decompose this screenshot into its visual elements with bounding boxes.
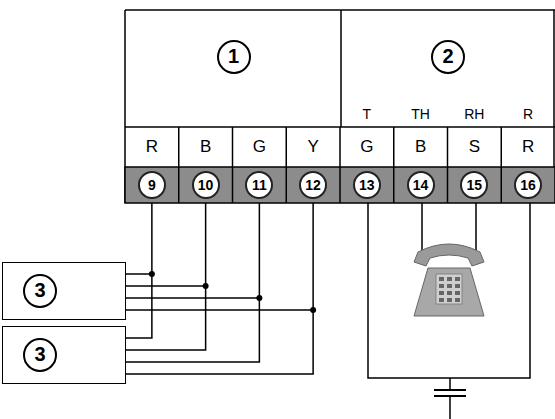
signal-name: RH <box>464 106 484 122</box>
signal-name: TH <box>411 106 430 122</box>
wire <box>125 285 206 287</box>
junction-dot <box>203 283 209 289</box>
wire-color-code: B <box>200 137 211 157</box>
cell-divider <box>232 127 234 203</box>
callout-number: 3 <box>23 274 57 308</box>
wire <box>125 273 152 275</box>
wire-color-code: R <box>522 137 534 157</box>
terminal-number: 11 <box>245 171 273 199</box>
telephone-icon <box>414 244 484 316</box>
wire-color-code: B <box>415 137 426 157</box>
wire-color-code: G <box>360 137 373 157</box>
cell-divider <box>393 127 395 203</box>
signal-name: T <box>363 106 372 122</box>
cell-divider <box>286 127 288 203</box>
cell-divider <box>178 127 180 203</box>
wire <box>125 203 259 362</box>
callout-number: 3 <box>23 338 57 372</box>
terminal-group-box: 1 <box>125 10 342 128</box>
wire-color-code: Y <box>307 137 318 157</box>
wire-color-code: R <box>146 137 158 157</box>
callout-number: 2 <box>431 40 465 74</box>
terminal-number: 14 <box>407 171 435 199</box>
wire <box>125 203 206 350</box>
wire <box>125 203 152 338</box>
wire-color-code: S <box>469 137 480 157</box>
wire-color-code: G <box>253 137 266 157</box>
device-box: 3 <box>2 326 126 384</box>
wire <box>125 203 313 374</box>
junction-dot <box>256 295 262 301</box>
junction-dot <box>149 271 155 277</box>
cell-divider <box>339 127 341 203</box>
terminal-number: 9 <box>138 171 166 199</box>
terminal-number: 10 <box>192 171 220 199</box>
device-box: 3 <box>2 262 126 320</box>
terminal-number: 16 <box>514 171 542 199</box>
wire <box>125 297 259 299</box>
cell-divider <box>501 127 503 203</box>
terminal-number: 15 <box>460 171 488 199</box>
cell-divider <box>447 127 449 203</box>
terminal-number: 12 <box>299 171 327 199</box>
junction-dot <box>310 307 316 313</box>
terminal-number: 13 <box>353 171 381 199</box>
terminal-group-box: 2 <box>341 10 555 128</box>
signal-name: R <box>523 106 533 122</box>
wire <box>125 309 313 311</box>
callout-number: 1 <box>217 40 251 74</box>
